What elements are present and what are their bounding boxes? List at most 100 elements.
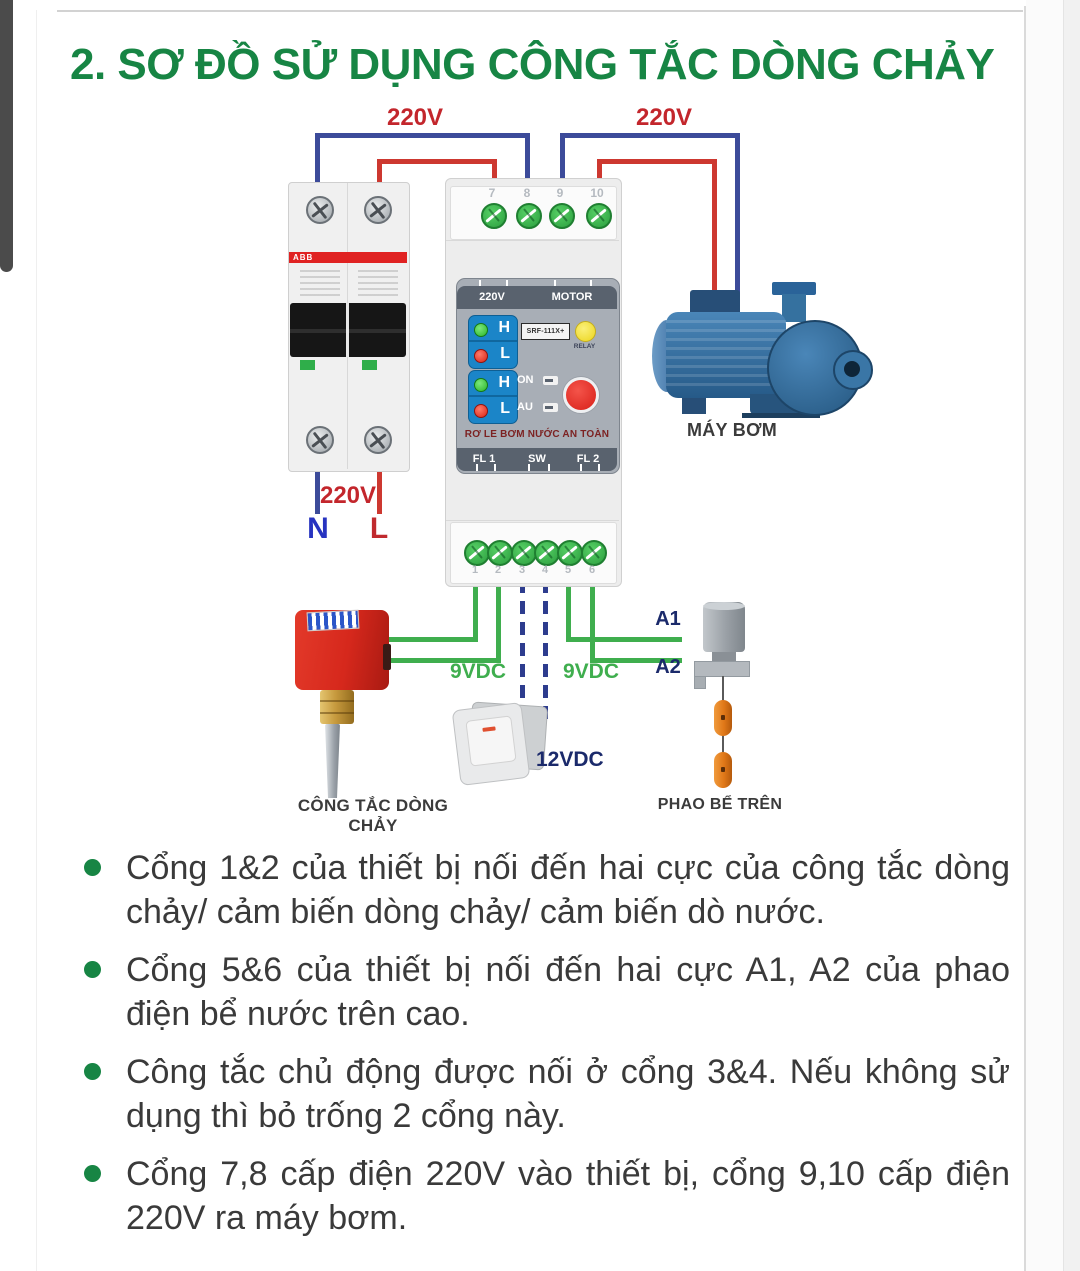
float-switch-voltage-label: 9VDC	[562, 660, 620, 683]
right-gutter	[1026, 0, 1063, 1271]
on-switch-icon	[543, 376, 558, 385]
float-switch-image	[690, 600, 760, 795]
note-item-4: Cổng 7,8 cấp điện 220V vào thiết bị, cổn…	[78, 1152, 1010, 1240]
auto-mode-label: AU	[517, 401, 533, 413]
indicator-row-low: L	[469, 397, 517, 423]
supply-right-voltage-label: 220V	[635, 104, 693, 131]
breaker-output-voltage-label: 220V	[319, 482, 377, 509]
manual-switch-image	[451, 696, 552, 788]
relay-indicator-pair-1: H L	[468, 315, 518, 369]
pump-volute	[767, 320, 873, 416]
footer-sw-label: SW	[528, 453, 546, 465]
breaker-status-window-right	[362, 360, 377, 370]
flow-switch-image	[293, 606, 393, 798]
terminal-number-7: 7	[488, 186, 496, 200]
float-ball-upper	[714, 700, 732, 736]
float-ball-lower	[714, 752, 732, 788]
breaker-brand-text: ABB	[293, 253, 314, 262]
relay-model-label: SRF-111X+	[521, 323, 570, 340]
low-letter: L	[500, 400, 510, 417]
pump-motor-body	[666, 312, 786, 398]
wire-red-left-to-terminal7	[492, 159, 497, 193]
pump-image	[652, 282, 873, 422]
right-page-border	[1024, 6, 1026, 1271]
breaker-status-window-left	[300, 360, 315, 370]
wire-dashed-terminal4	[543, 580, 548, 727]
breaker-screw-top-left	[306, 196, 334, 224]
note-bullet	[84, 961, 101, 978]
right-outer-strip	[1064, 0, 1080, 1271]
note-item-3: Công tắc chủ động được nối ở cổng 3&4. N…	[78, 1050, 1010, 1138]
note-text: Công tắc chủ động được nối ở cổng 3&4. N…	[126, 1053, 1010, 1135]
terminal-screw-6	[581, 540, 607, 566]
terminal-number-9: 9	[556, 186, 564, 200]
breaker-screw-top-right	[364, 196, 392, 224]
relay-product-name: RƠ LE BƠM NƯỚC AN TOÀN	[464, 429, 610, 440]
terminal-screw-5	[557, 540, 583, 566]
panel-tick	[528, 464, 530, 471]
high-letter: H	[498, 374, 510, 391]
breaker-toggle-gap	[346, 303, 349, 357]
breaker-toggle	[290, 303, 406, 357]
a1-terminal-label: A1	[655, 608, 681, 630]
indicator-row-high: H	[469, 371, 517, 397]
wire-green-terminal2	[496, 580, 501, 663]
note-bullet	[84, 859, 101, 876]
relay-reset-button	[563, 377, 599, 413]
indicator-row-low: L	[469, 342, 517, 368]
wire-red-right-to-pump	[712, 159, 717, 293]
wire-green-terminal1-to-flow-switch	[388, 637, 478, 642]
flow-switch-paddle	[325, 724, 340, 798]
terminal-screw-8	[516, 203, 542, 229]
high-letter: H	[498, 319, 510, 336]
terminal-screw-2	[487, 540, 513, 566]
low-letter: L	[500, 345, 510, 362]
terminal-number-5: 5	[564, 564, 572, 576]
terminal-number-10: 10	[590, 186, 604, 200]
terminal-number-3: 3	[518, 564, 526, 576]
manual-switch-voltage-label: 12VDC	[536, 748, 604, 771]
wire-green-terminal1	[473, 580, 478, 642]
panel-tick	[590, 280, 592, 287]
auto-switch-icon	[543, 403, 558, 412]
a2-terminal-label: A2	[655, 656, 681, 678]
breaker-brand-band: ABB	[289, 252, 407, 263]
high-level-led	[474, 323, 488, 337]
wire-blue-right-horizontal	[560, 133, 740, 138]
pump-base	[742, 413, 820, 418]
wire-red-right-to-terminal10	[597, 159, 602, 193]
terminal-screw-10	[586, 203, 612, 229]
wire-blue-left-to-breaker	[315, 133, 320, 197]
footer-fl2-label: FL 2	[576, 453, 600, 465]
switch-indicator	[482, 726, 496, 732]
flow-switch-sticker	[306, 609, 360, 632]
neutral-label: N	[307, 512, 329, 545]
terminal-screw-9	[549, 203, 575, 229]
high-level-led	[474, 378, 488, 392]
wire-green-terminal5-to-a1	[566, 637, 682, 642]
switch-rocker	[465, 715, 517, 767]
wire-blue-right-to-terminal9	[560, 133, 565, 193]
flow-switch-voltage-label: 9VDC	[449, 660, 507, 683]
pump-outlet-flange	[772, 282, 816, 295]
wire-blue-right-to-pump	[735, 133, 740, 293]
line-label: L	[369, 512, 389, 545]
relay-seam-bottom	[446, 520, 619, 521]
note-item-1: Cổng 1&2 của thiết bị nối đến hai cực củ…	[78, 846, 1010, 934]
pump-foot	[682, 398, 706, 414]
breaker-rating-markings	[358, 270, 398, 298]
terminal-number-8: 8	[523, 186, 531, 200]
wire-green-terminal6	[590, 580, 595, 663]
flow-switch-cable-entry	[383, 644, 391, 670]
flow-switch-label: CÔNG TẮC DÒNG CHẢY	[297, 796, 449, 835]
relay-indicator-pair-2: H L	[468, 370, 518, 424]
low-level-led	[474, 404, 488, 418]
on-mode-label: ON	[517, 374, 534, 386]
relay-seam-top	[446, 240, 619, 241]
note-text: Cổng 7,8 cấp điện 220V vào thiết bị, cổn…	[126, 1155, 1010, 1237]
panel-tick	[476, 464, 478, 471]
float-switch-housing	[703, 602, 745, 652]
low-level-led	[474, 349, 488, 363]
terminal-number-6: 6	[588, 564, 596, 576]
